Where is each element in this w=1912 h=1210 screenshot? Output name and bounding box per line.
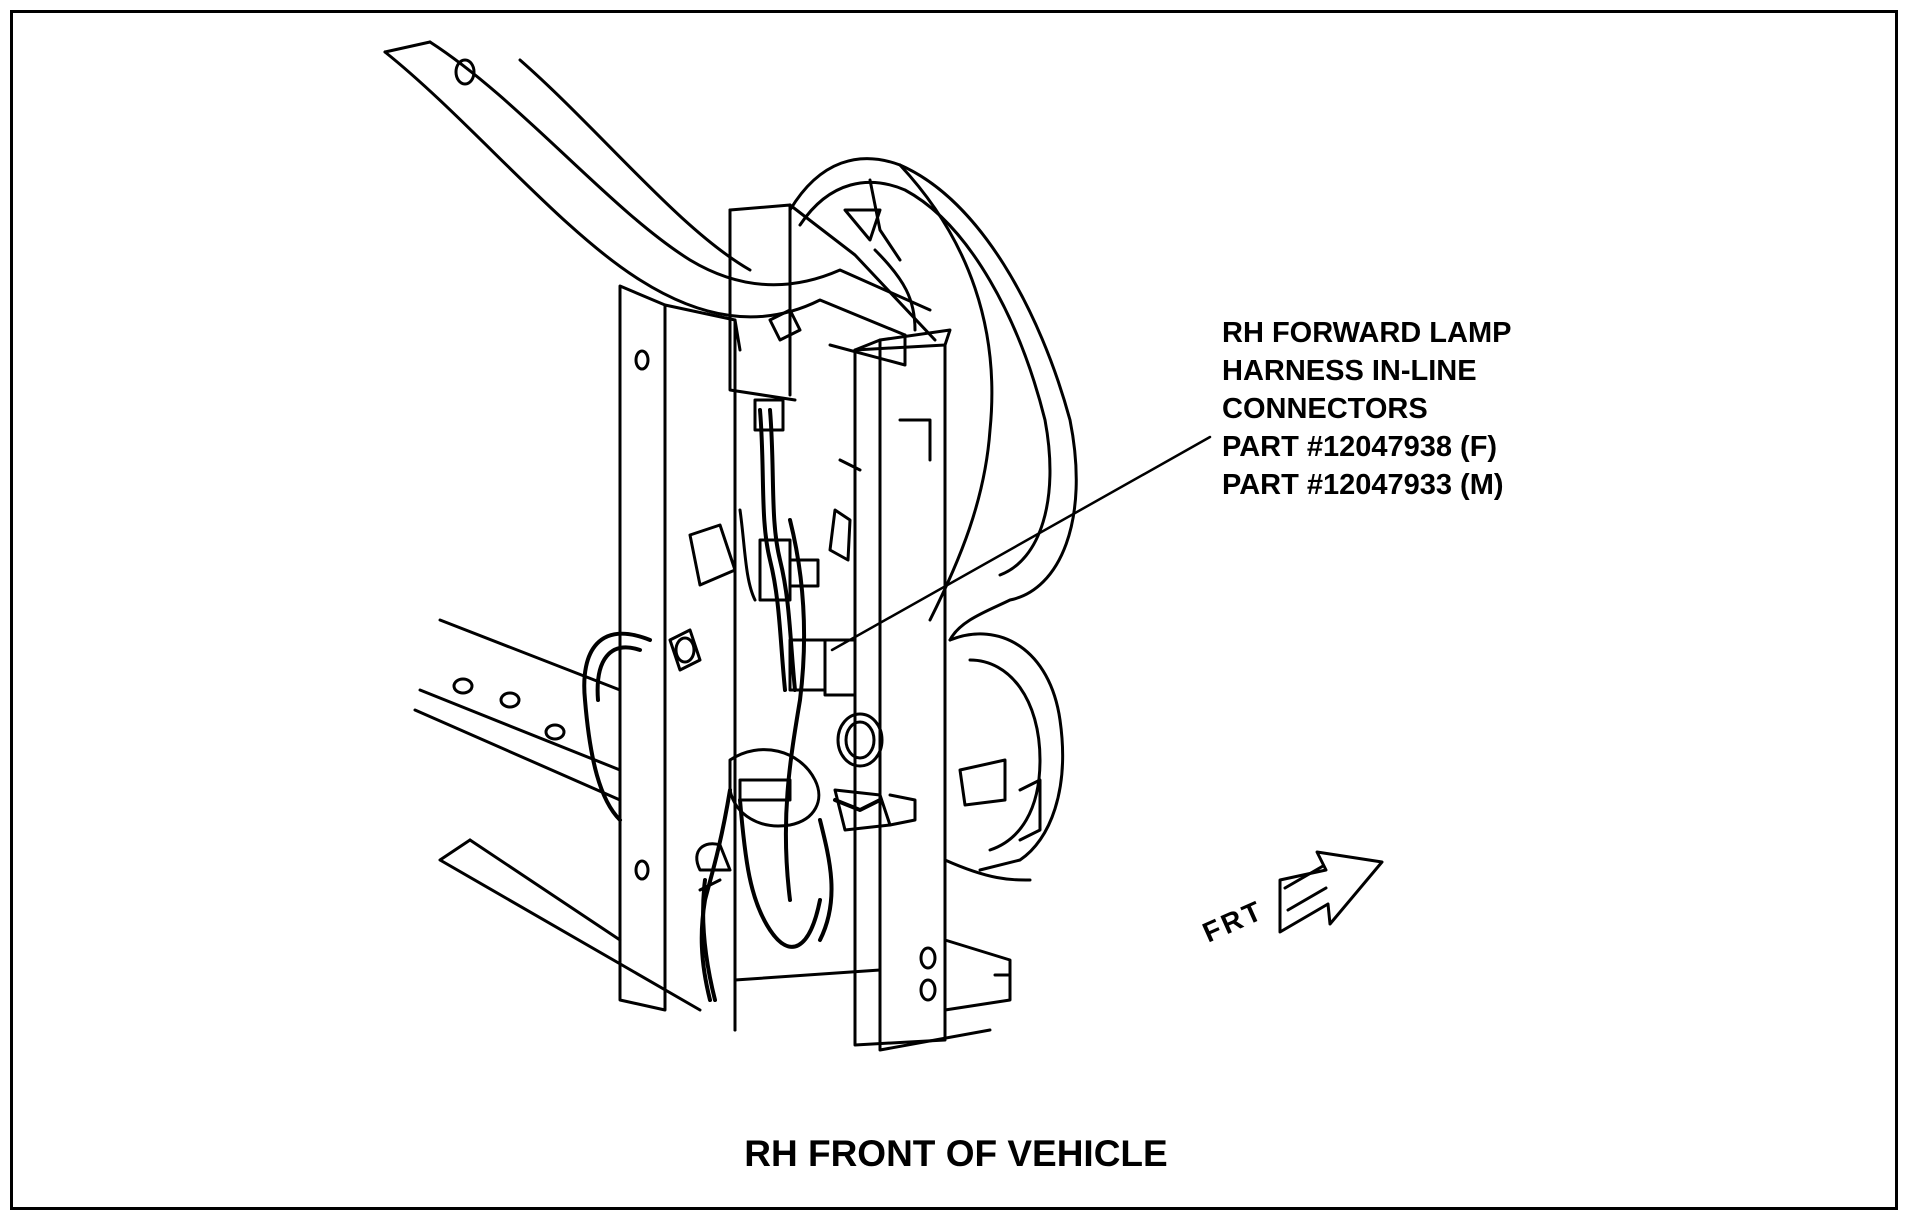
diagram-caption: RH FRONT OF VEHICLE [744,1133,1168,1174]
callout-leader-line [830,435,1212,652]
connector-callout: RH FORWARD LAMP HARNESS IN-LINE CONNECTO… [1222,314,1511,504]
front-direction-arrow-icon [1278,850,1384,934]
callout-line-1: RH FORWARD LAMP [1222,317,1512,349]
radiator-support [618,284,1012,1052]
wiring-harness [582,408,882,1002]
callout-line-4: PART #12047938 (F) [1222,431,1498,463]
inline-connectors [668,398,917,892]
lower-cross-member [413,618,1032,1012]
callout-line-3: CONNECTORS [1222,393,1428,425]
upper-frame-rail [383,40,932,367]
headlamp-housing [788,157,1078,872]
callout-line-2: HARNESS IN-LINE [1222,355,1477,387]
upper-tie-bar [728,203,937,402]
callout-line-5: PART #12047933 (M) [1222,469,1504,501]
